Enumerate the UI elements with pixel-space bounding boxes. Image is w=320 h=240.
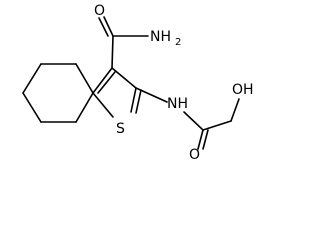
amide-nitrogen-label: NH	[150, 29, 171, 45]
molecule-structure: O NH 2 S NH OH O	[22, 3, 254, 163]
sulfur-atom-label: S	[116, 121, 125, 137]
thiophene-ring	[92, 67, 142, 118]
cyclohexane-ring	[22, 63, 94, 123]
hydroxyl-label: OH	[232, 82, 254, 98]
carboxamide-group	[98, 16, 149, 69]
amide-oxygen-label: O	[94, 3, 105, 19]
acyl-oxygen-label: O	[189, 147, 200, 163]
amide-nitrogen-subscript: 2	[175, 37, 181, 48]
amine-nh-label: NH	[167, 96, 188, 112]
glycolamide-chain	[135, 87, 240, 150]
